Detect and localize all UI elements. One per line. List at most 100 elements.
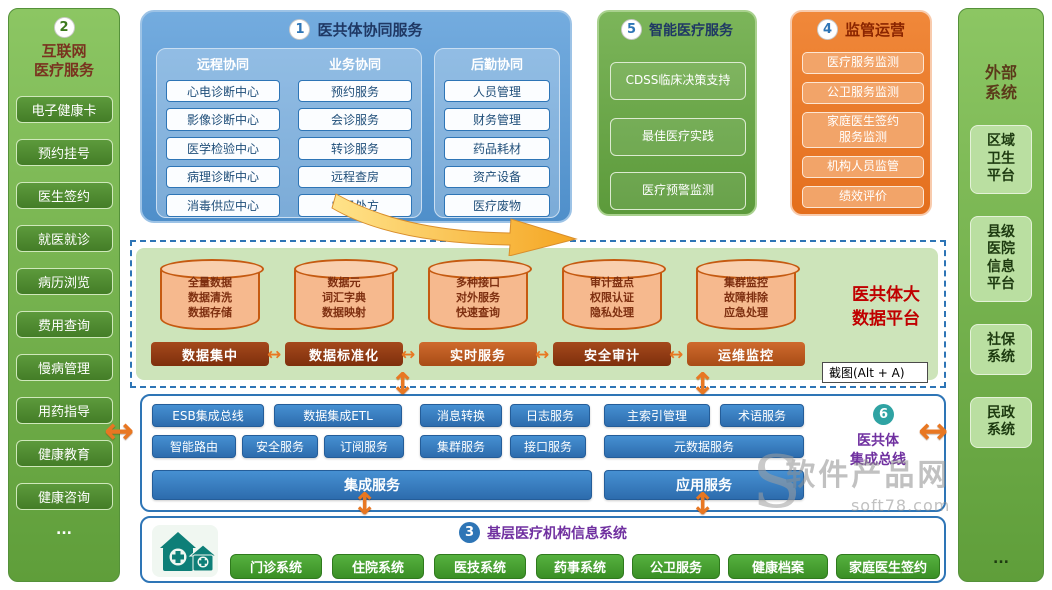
database-cylinder-icon: 审计盘点 权限认证 隐私处理 <box>562 259 666 330</box>
sidebar-more-ellipsis: ... <box>56 521 72 538</box>
business-collab-header: 业务协同 <box>328 58 381 73</box>
bigdata-group-ops-monitoring: 集群监控 故障排除 应急处理 运维监控 <box>686 258 806 366</box>
supervision-item: 家庭医生签约 服务监测 <box>802 112 924 148</box>
external-system-civil-affairs: 民政 系统 <box>970 396 1032 448</box>
collab-item: 消毒供应中心 <box>166 194 280 217</box>
bus-service-master-index: 主索引管理 <box>604 404 710 427</box>
badge-6: 6 <box>873 404 894 425</box>
bigdata-group-security-audit: 审计盘点 权限认证 隐私处理 安全审计 <box>552 258 672 366</box>
collab-item: 财务管理 <box>444 108 550 131</box>
smart-medical-panel: 5 智能医疗服务 CDSS临床决策支持 最佳医疗实践 医疗预警监测 <box>597 10 757 216</box>
horizontal-arrow-icon: ↔ <box>267 345 282 365</box>
cylinder-text: 多种接口 对外服务 快速查询 <box>456 276 500 319</box>
bigdata-platform: 全量数据 数据清洗 数据存储 数据集中 数据元 词汇字典 数据映射 数据标准化 … <box>136 248 938 380</box>
bus-service-security: 安全服务 <box>242 435 318 458</box>
supervision-item: 机构人员监管 <box>802 156 924 178</box>
horizontal-arrow-icon: ↔ <box>535 345 550 365</box>
supervision-panel: 4 监管运营 医疗服务监测 公卫服务监测 家庭医生签约 服务监测 机构人员监管 … <box>790 10 932 216</box>
external-system-social-security: 社保 系统 <box>970 323 1032 375</box>
database-cylinder-icon: 集群监控 故障排除 应急处理 <box>696 259 800 330</box>
remote-collab-header: 远程协同 <box>196 58 249 73</box>
collab-item: 会诊服务 <box>298 108 412 131</box>
badge-4: 4 <box>816 19 838 40</box>
cylinder-text: 数据元 词汇字典 数据映射 <box>322 276 366 319</box>
smart-item-best-practice: 最佳医疗实践 <box>610 118 746 156</box>
smart-panel-title: 智能医疗服务 <box>649 22 733 39</box>
cylinder-text: 审计盘点 权限认证 隐私处理 <box>590 276 634 319</box>
collab-item: 心电诊断中心 <box>166 79 280 103</box>
sidebar-item-medication-guide: 用药指导 <box>15 396 113 424</box>
horizontal-arrow-icon: ↔ <box>401 345 416 365</box>
external-system-county-hospital: 县级 医院 信息 平台 <box>970 215 1032 302</box>
integration-bus-title: 医共体 集成总线 <box>850 433 906 468</box>
collab-item: 病理诊断中心 <box>166 165 280 189</box>
collab-remote-business-group: 远程协同 心电诊断中心 影像诊断中心 医学检验中心 病理诊断中心 消毒供应中心 … <box>156 48 422 218</box>
base-system-pharmacy: 药事系统 <box>536 554 624 579</box>
bus-service-terminology: 术语服务 <box>720 404 804 427</box>
sidebar-item-visit: 就医就诊 <box>15 224 113 252</box>
smart-item-warning-monitor: 医疗预警监测 <box>610 172 746 210</box>
collab-item: 预约服务 <box>298 79 412 103</box>
bus-service-msg-convert: 消息转换 <box>420 404 502 427</box>
bus-base-arrow-icon: ↕ <box>690 487 716 522</box>
database-cylinder-icon: 数据元 词汇字典 数据映射 <box>294 259 398 330</box>
collab-services-panel: 1 医共体协同服务 远程协同 心电诊断中心 影像诊断中心 医学检验中心 病理诊断… <box>140 10 572 223</box>
bigdata-group-data-standardization: 数据元 词汇字典 数据映射 数据标准化 <box>284 258 404 366</box>
sidebar-item-health-education: 健康教育 <box>15 439 113 467</box>
base-system-public-health: 公卫服务 <box>632 554 720 579</box>
sidebar-item-chronic-mgmt: 慢病管理 <box>15 353 113 381</box>
supervision-item: 公卫服务监测 <box>802 82 924 104</box>
cylinder-text: 全量数据 数据清洗 数据存储 <box>188 276 232 319</box>
base-system-family-doctor: 家庭医生签约 <box>836 554 940 579</box>
base-system-inpatient: 住院系统 <box>332 554 424 579</box>
base-system-medtech: 医技系统 <box>434 554 526 579</box>
flow-arrow-collab-to-platform-icon <box>331 193 578 256</box>
collab-panel-title: 医共体协同服务 <box>317 21 423 39</box>
external-systems-more-ellipsis: ... <box>993 551 1009 567</box>
sidebar-item-fee-query: 费用查询 <box>15 310 113 338</box>
bus-base-arrow-icon: ↕ <box>352 487 378 522</box>
collab-logistics-group: 后勤协同 人员管理 财务管理 药品耗材 资产设备 医疗废物 <box>434 48 560 218</box>
collab-item: 医疗废物 <box>444 194 550 217</box>
bus-service-smart-routing: 智能路由 <box>152 435 236 458</box>
bigdata-label: 运维监控 <box>687 342 805 366</box>
bus-service-etl: 数据集成ETL <box>274 404 402 427</box>
badge-5: 5 <box>621 19 642 40</box>
bus-integration-services: 集成服务 <box>152 470 592 500</box>
platform-bus-arrow-icon: ↕ <box>690 367 716 402</box>
external-systems-sidebar: 外部 系统 区域 卫生 平台 县级 医院 信息 平台 社保 系统 民政 系统 .… <box>958 8 1044 582</box>
sidebar-item-doctor-signing: 医生签约 <box>15 181 113 209</box>
bigdata-label: 实时服务 <box>419 342 537 366</box>
base-system-health-archive: 健康档案 <box>728 554 828 579</box>
screenshot-tooltip: 截图(Alt + A) <box>822 362 928 383</box>
bigdata-label: 数据标准化 <box>285 342 403 366</box>
collab-item: 转诊服务 <box>298 137 412 160</box>
smart-item-cdss: CDSS临床决策支持 <box>610 62 746 100</box>
logistics-collab-header: 后勤协同 <box>470 58 523 73</box>
collab-item: 影像诊断中心 <box>166 108 280 131</box>
collab-item: 人员管理 <box>444 79 550 103</box>
hospital-icon <box>152 525 218 577</box>
cylinder-text: 集群监控 故障排除 应急处理 <box>724 276 768 319</box>
collab-item: 医学检验中心 <box>166 137 280 160</box>
bus-application-services: 应用服务 <box>604 470 804 500</box>
supervision-item: 医疗服务监测 <box>802 52 924 74</box>
right-sidebar-bus-arrow-icon: ↔ <box>918 411 949 452</box>
base-panel-header: 3 基层医疗机构信息系统 <box>142 522 944 543</box>
base-institutions-panel: 3 基层医疗机构信息系统 门诊系统 住院系统 医技系统 药事系统 公卫服务 健康… <box>140 516 946 583</box>
bus-service-subscription: 订阅服务 <box>324 435 404 458</box>
external-systems-title: 外部 系统 <box>984 63 1017 102</box>
bigdata-platform-title: 医共体大 数据平台 <box>852 285 920 329</box>
bus-service-esb: ESB集成总线 <box>152 404 264 427</box>
sidebar-item-appointment: 预约挂号 <box>15 138 113 166</box>
bus-service-log: 日志服务 <box>510 404 590 427</box>
base-system-outpatient: 门诊系统 <box>230 554 322 579</box>
bigdata-label: 安全审计 <box>553 342 671 366</box>
bigdata-label: 数据集中 <box>151 342 269 366</box>
sidebar-item-record-browse: 病历浏览 <box>15 267 113 295</box>
platform-bus-arrow-icon: ↕ <box>390 367 416 402</box>
bus-service-cluster: 集群服务 <box>420 435 502 458</box>
supervision-panel-title: 监管运营 <box>844 21 905 39</box>
smart-panel-header: 5 智能医疗服务 <box>599 19 755 40</box>
